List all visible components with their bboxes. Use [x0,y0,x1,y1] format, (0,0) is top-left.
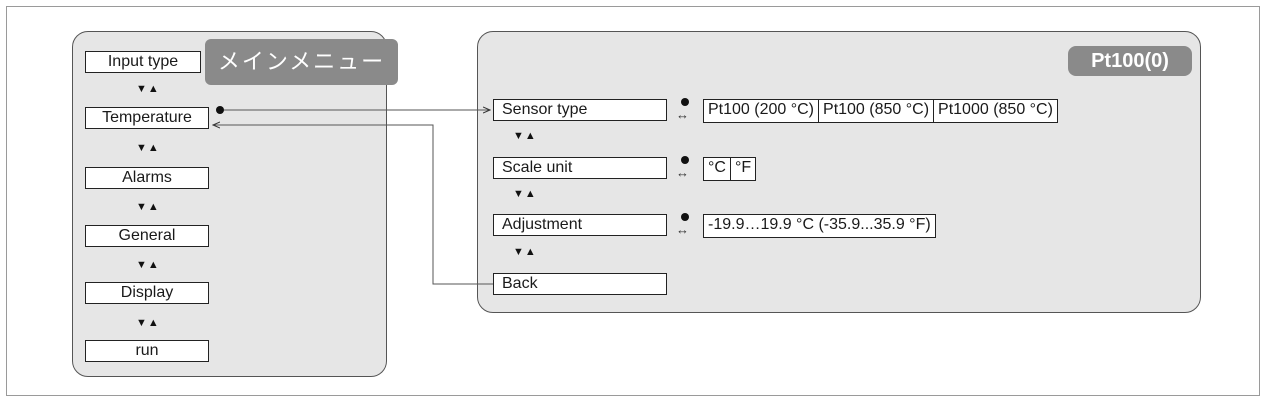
option-pt100-850[interactable]: Pt100 (850 °C) [819,100,935,122]
submenu-item-adjustment[interactable]: Adjustment [493,214,667,236]
scale-unit-options: °C °F [703,157,757,181]
submenu-title-badge: Pt100(0) [1068,46,1192,76]
menu-separator: ▼▲ [136,142,160,154]
menu-item-alarms[interactable]: Alarms [85,167,209,189]
main-menu-badge: メインメニュー [205,39,398,85]
submenu-separator: ▼▲ [513,188,537,200]
submenu-separator: ▼▲ [513,130,537,142]
submenu-item-scale-unit[interactable]: Scale unit [493,157,667,179]
arrow-back-to-temperature [213,125,493,285]
menu-item-run[interactable]: run [85,340,209,362]
scale-unit-dot [681,156,689,164]
sensor-type-link-icon: ↔ [676,107,689,122]
menu-separator: ▼▲ [136,83,160,95]
submenu-item-sensor-type[interactable]: Sensor type [493,99,667,121]
sensor-type-dot [681,98,689,106]
menu-separator: ▼▲ [136,201,160,213]
menu-item-temperature[interactable]: Temperature [85,107,209,129]
scale-unit-link-icon: ↔ [676,165,689,180]
option-adjustment-range: -19.9…19.9 °C (-35.9...35.9 °F) [708,216,931,233]
menu-item-general[interactable]: General [85,225,209,247]
sensor-type-options: Pt100 (200 °C) Pt100 (850 °C) Pt1000 (85… [703,99,1058,123]
menu-item-display[interactable]: Display [85,282,209,304]
adjustment-dot [681,213,689,221]
adjustment-options: -19.9…19.9 °C (-35.9...35.9 °F) [703,214,936,238]
option-pt100-200[interactable]: Pt100 (200 °C) [704,100,820,122]
option-pt1000-850[interactable]: Pt1000 (850 °C) [938,101,1053,118]
submenu-separator: ▼▲ [513,246,537,258]
submenu-item-back[interactable]: Back [493,273,667,295]
option-fahrenheit[interactable]: °F [734,159,752,176]
menu-item-input-type[interactable]: Input type [85,51,201,73]
diagram-frame [6,6,1260,396]
option-celsius[interactable]: °C [704,158,731,180]
menu-separator: ▼▲ [136,317,160,329]
adjustment-link-icon: ↔ [676,222,689,237]
menu-separator: ▼▲ [136,259,160,271]
temperature-connector-dot [216,106,224,114]
main-menu-panel [72,31,387,377]
